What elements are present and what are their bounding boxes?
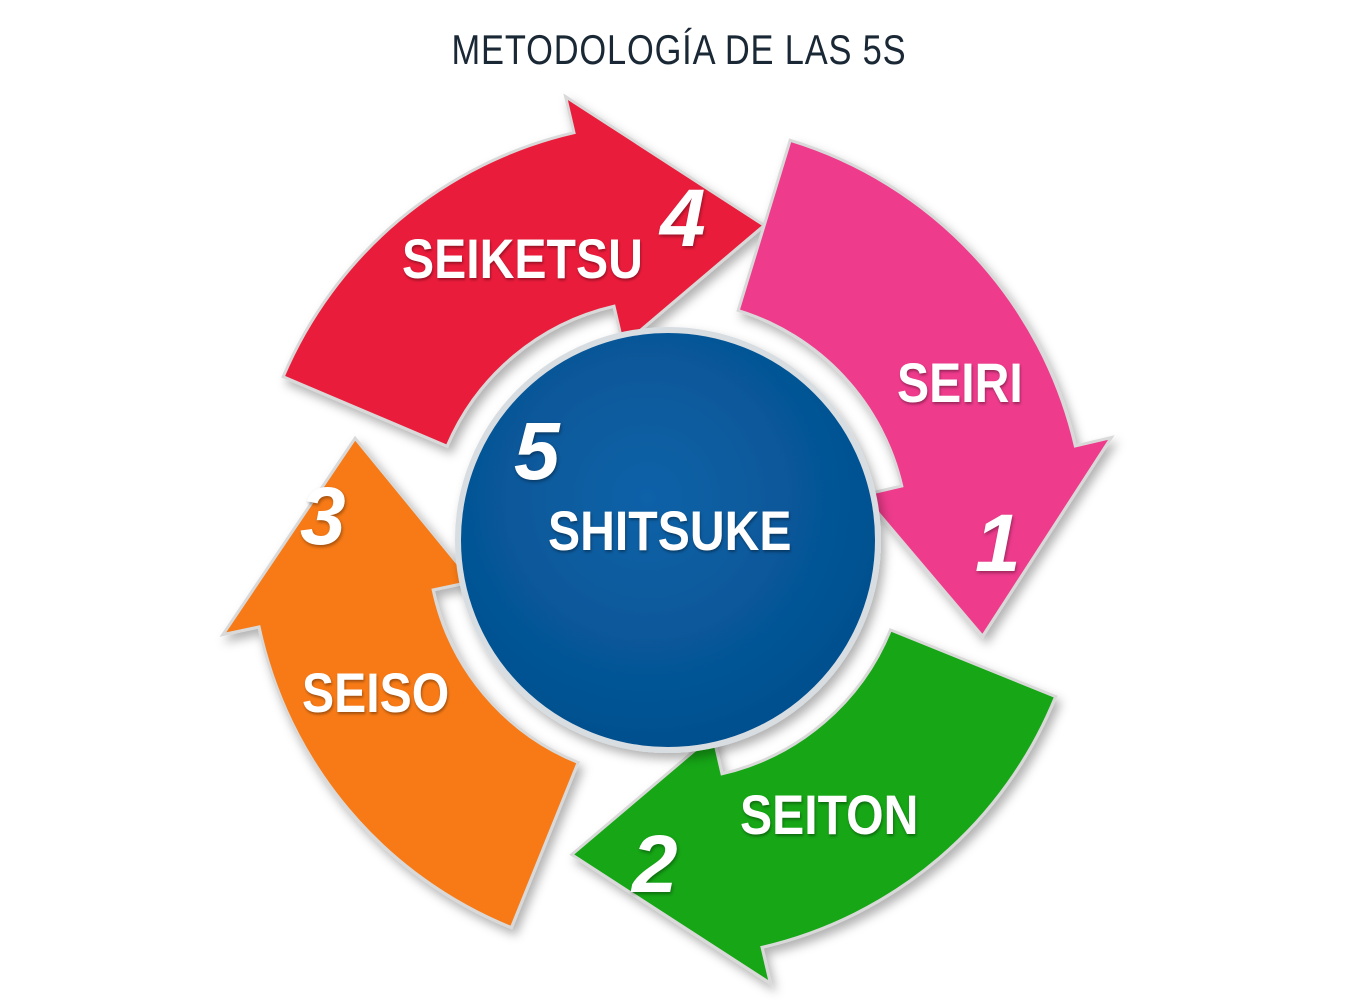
center-circle-shitsuke xyxy=(455,327,881,753)
step-1-label: SEIRI xyxy=(897,351,1023,414)
step-2-label: SEITON xyxy=(740,783,919,846)
step-4-number: 4 xyxy=(660,173,706,264)
diagram-title: METODOLOGÍA DE LAS 5S xyxy=(451,26,907,73)
step-3-label: SEISO xyxy=(302,661,450,724)
center-number: 5 xyxy=(514,406,560,497)
step-1-number: 1 xyxy=(975,498,1021,589)
step-3-number: 3 xyxy=(300,471,346,562)
arrow-step-3-seiso xyxy=(219,435,581,930)
arrow-step-4-seiketsu xyxy=(281,93,767,449)
step-4-label: SEIKETSU xyxy=(402,227,643,290)
center-label: SHITSUKE xyxy=(548,499,792,562)
step-2-number: 2 xyxy=(632,819,678,910)
arrow-step-1-seiri xyxy=(736,138,1115,639)
arrow-step-2-seiton xyxy=(569,627,1058,987)
